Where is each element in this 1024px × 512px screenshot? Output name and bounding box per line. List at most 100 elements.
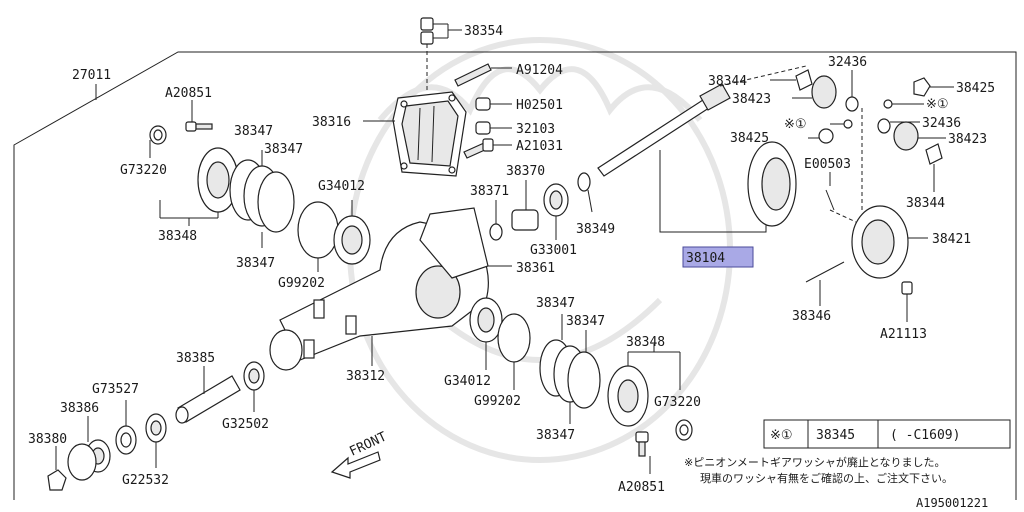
label-38425-upper: 38425 [956, 81, 995, 96]
diagram-id: A195001221 [916, 496, 988, 510]
seal-g32502[interactable] [243, 361, 265, 412]
diff-case-38421[interactable] [829, 108, 928, 279]
label-g99202-left: G99202 [278, 276, 325, 291]
stud-bolt-a91204[interactable] [454, 63, 512, 87]
washer-38345-mark-upper[interactable] [883, 99, 924, 109]
nut-38425-lower[interactable] [808, 128, 834, 144]
label-front: FRONT [347, 429, 389, 459]
bolt-a20851-lower[interactable] [635, 431, 651, 474]
note-table: ※① 38345 ( -C1609) [763, 419, 1011, 449]
bearing-g22532[interactable] [145, 413, 167, 468]
note-table-mark: ※① [770, 428, 793, 443]
note-table-range: ( -C1609) [890, 428, 960, 443]
seal-g73527[interactable] [115, 400, 137, 455]
front-arrow-icon [330, 451, 381, 479]
label-38316: 38316 [312, 115, 351, 130]
note-line-2: 現車のワッシャ有無をご確認の上、ご注文下さい。 [700, 471, 953, 485]
label-38349: 38349 [576, 222, 615, 237]
label-38421: 38421 [932, 232, 971, 247]
washer-38344-lower[interactable] [925, 143, 943, 192]
label-32103: 32103 [516, 122, 555, 137]
gear-38423-upper[interactable] [792, 75, 837, 109]
label-38347-b: 38347 [264, 142, 303, 157]
label-38423-upper: 38423 [732, 92, 771, 107]
label-38386: 38386 [60, 401, 99, 416]
washer-38371[interactable] [489, 200, 503, 241]
label-mark-1-lower: ※① [784, 117, 807, 132]
label-38354: 38354 [464, 24, 503, 39]
label-38348-left: 38348 [158, 229, 197, 244]
bolt-a21113[interactable] [901, 281, 913, 322]
washer-38344-upper[interactable] [770, 69, 813, 91]
bolt-a20851-upper[interactable] [185, 100, 213, 132]
cover-38316[interactable] [363, 91, 467, 177]
shaft-38346[interactable] [805, 261, 845, 306]
flange-plate-38380[interactable] [47, 443, 97, 491]
pin-e00503[interactable] [825, 172, 835, 211]
gasket-38361[interactable] [419, 207, 512, 279]
label-a21031: A21031 [516, 139, 563, 154]
note-line-1: ※ピニオンメートギアワッシャが廃止となりました。 [684, 455, 946, 469]
nut-38425-upper[interactable] [913, 77, 954, 97]
assembly-frame [13, 51, 1017, 500]
label-38380: 38380 [28, 432, 67, 447]
side-cover-38348-left[interactable] [159, 147, 239, 226]
label-a21113: A21113 [880, 327, 927, 342]
bearing-g34012-right[interactable] [469, 297, 503, 370]
bearing-g34012-left[interactable] [333, 200, 371, 265]
seal-g73220-left[interactable] [149, 125, 167, 158]
notes: ※ピニオンメートギアワッシャが廃止となりました。 現車のワッシャ有無をご確認の上… [684, 455, 953, 485]
label-38346: 38346 [792, 309, 831, 324]
washer-38345-mark-lower[interactable] [830, 119, 853, 129]
cover-bolt-38354[interactable] [420, 17, 462, 92]
label-38348-right: 38348 [626, 335, 665, 350]
label-a20851-upper: A20851 [165, 86, 212, 101]
label-38347-d: 38347 [536, 296, 575, 311]
label-h02501: H02501 [516, 98, 563, 113]
label-38423-lower: 38423 [948, 132, 987, 147]
label-38347-f: 38347 [536, 428, 575, 443]
label-g32502: G32502 [222, 417, 269, 432]
label-g73220-right: G73220 [654, 395, 701, 410]
part-number-highlight-38104[interactable] [682, 246, 754, 268]
label-38385: 38385 [176, 351, 215, 366]
shims-38347-right[interactable] [539, 314, 601, 424]
ring-gear-38104[interactable] [747, 141, 797, 227]
plug-32103[interactable] [475, 121, 512, 135]
label-32436-upper: 32436 [828, 55, 867, 70]
washer-38349[interactable] [577, 172, 593, 213]
label-g99202-right: G99202 [474, 394, 521, 409]
label-38347-e: 38347 [566, 314, 605, 329]
shaft-38385[interactable] [175, 366, 241, 424]
label-mark-1-upper: ※① [926, 97, 949, 112]
bolt-a21031[interactable] [463, 138, 512, 159]
label-g34012-right: G34012 [444, 374, 491, 389]
spacer-38370[interactable] [511, 180, 539, 231]
label-38347-a: 38347 [234, 124, 273, 139]
label-g73527: G73527 [92, 382, 139, 397]
note-table-part: 38345 [816, 428, 855, 443]
label-g33001: G33001 [530, 243, 577, 258]
gear-38423-lower[interactable] [893, 121, 946, 151]
o-ring-g99202-right[interactable] [497, 313, 531, 390]
label-g22532: G22532 [122, 473, 169, 488]
o-ring-g99202-left[interactable] [297, 201, 339, 272]
seal-g73220-right[interactable] [675, 419, 693, 441]
label-38312: 38312 [346, 369, 385, 384]
shims-38347-left[interactable] [229, 150, 295, 248]
label-38371: 38371 [470, 184, 509, 199]
washer-32436-upper[interactable] [845, 70, 859, 112]
bearing-g33001[interactable] [543, 183, 569, 240]
label-32436-lower: 32436 [922, 116, 961, 131]
side-cover-38348-right[interactable] [607, 344, 681, 427]
label-a20851-lower: A20851 [618, 480, 665, 495]
label-38344-lower: 38344 [906, 196, 945, 211]
label-38344-upper: 38344 [708, 74, 747, 89]
label-g73220-left: G73220 [120, 163, 167, 178]
label-27011: 27011 [72, 68, 111, 83]
plug-h02501[interactable] [475, 97, 512, 111]
label-a91204: A91204 [516, 63, 563, 78]
label-38425-lower: 38425 [730, 131, 769, 146]
label-e00503: E00503 [804, 157, 851, 172]
